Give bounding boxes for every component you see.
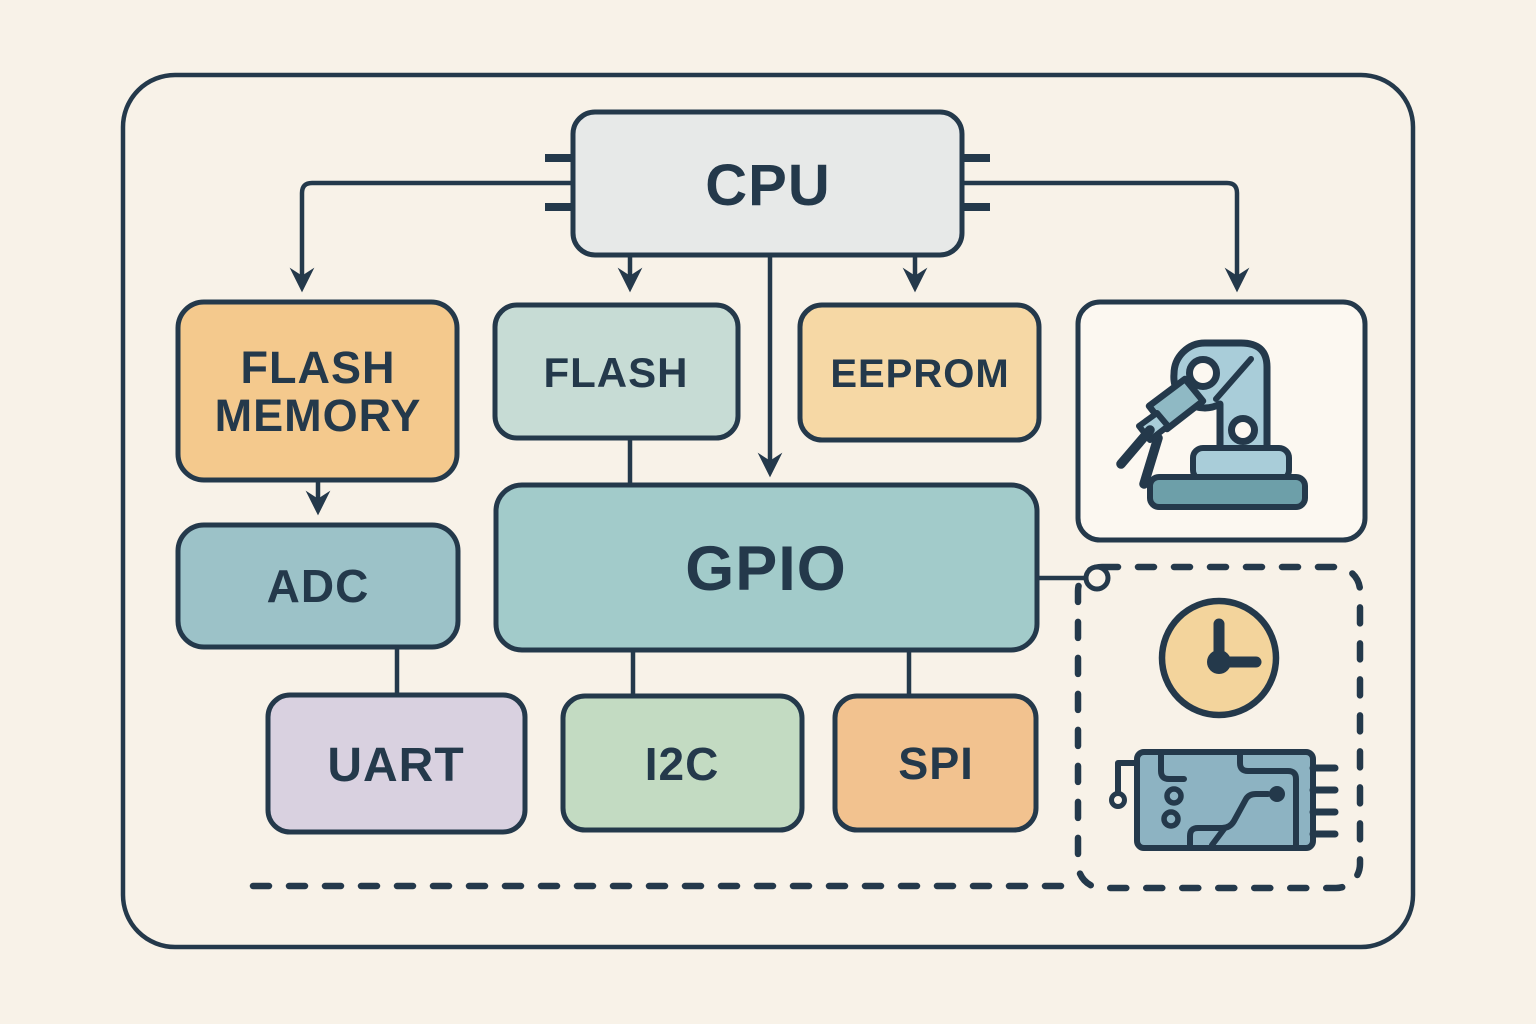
robot-base <box>1147 474 1308 510</box>
eeprom-label: EEPROM <box>830 352 1009 396</box>
i2c-box <box>560 693 805 833</box>
robot-arm-icon <box>1116 339 1308 510</box>
chip-trace-2 <box>1237 749 1299 848</box>
robot-arm-panel <box>1075 299 1368 543</box>
chip-left-trace <box>1115 760 1140 795</box>
flash-memory-label-line2: MEMORY <box>215 390 422 441</box>
node-i2c: I2C <box>560 693 805 833</box>
chip-trace-4 <box>1209 826 1227 848</box>
chip-traces <box>1158 749 1299 851</box>
uart-box <box>265 692 528 835</box>
robot-gripper-prong-1 <box>1116 425 1155 469</box>
robot-arm-accent-line <box>1213 356 1254 402</box>
outer-frame <box>120 72 1416 950</box>
gpio-box <box>493 482 1040 653</box>
node-cpu: CPU <box>545 109 990 258</box>
chip-via-1 <box>1164 786 1184 806</box>
eeprom-box <box>797 302 1042 443</box>
edge-cpu-to-robot-panel <box>962 180 1250 293</box>
connector-lines <box>289 180 1250 698</box>
node-spi: SPI <box>832 693 1039 833</box>
spi-label: SPI <box>898 738 974 789</box>
chip-trace-3 <box>1187 791 1271 851</box>
cpu-label: CPU <box>705 153 830 218</box>
adc-box <box>175 522 461 650</box>
flash-memory-box <box>175 299 460 483</box>
node-flash: FLASH <box>492 302 741 441</box>
robot-gripper-prong-2 <box>1139 433 1163 489</box>
cpu-box <box>570 109 965 258</box>
clock-center-dot <box>1207 650 1231 674</box>
i2c-label: I2C <box>645 738 720 790</box>
flash-memory-label-line1: FLASH <box>241 342 396 393</box>
uart-label: UART <box>327 739 464 792</box>
chip-pins <box>1309 764 1339 838</box>
robot-shoulder-joint <box>1186 356 1220 390</box>
node-adc: ADC <box>175 522 461 650</box>
chip-trace-1 <box>1158 749 1187 782</box>
chip-via-2 <box>1161 809 1181 829</box>
dashed-peripheral-group-box <box>1074 563 1364 892</box>
node-gpio: GPIO <box>493 482 1040 653</box>
circuit-chip-icon <box>1109 749 1339 851</box>
edge-cpu-to-flash-memory <box>289 180 573 293</box>
node-flash-memory: FLASH MEMORY <box>175 299 460 483</box>
connector-node-circle <box>1083 564 1111 592</box>
node-uart: UART <box>265 692 528 835</box>
spi-box <box>832 693 1039 833</box>
robot-elbow-joint <box>1228 415 1258 445</box>
node-eeprom: EEPROM <box>797 302 1042 443</box>
gpio-label: GPIO <box>685 534 847 604</box>
chip-left-trace-node <box>1109 791 1127 809</box>
flash-box <box>492 302 741 441</box>
clock-icon <box>1158 597 1280 719</box>
flash-label: FLASH <box>544 349 689 396</box>
chip-trace-dot <box>1269 786 1285 802</box>
adc-label: ADC <box>267 560 370 612</box>
